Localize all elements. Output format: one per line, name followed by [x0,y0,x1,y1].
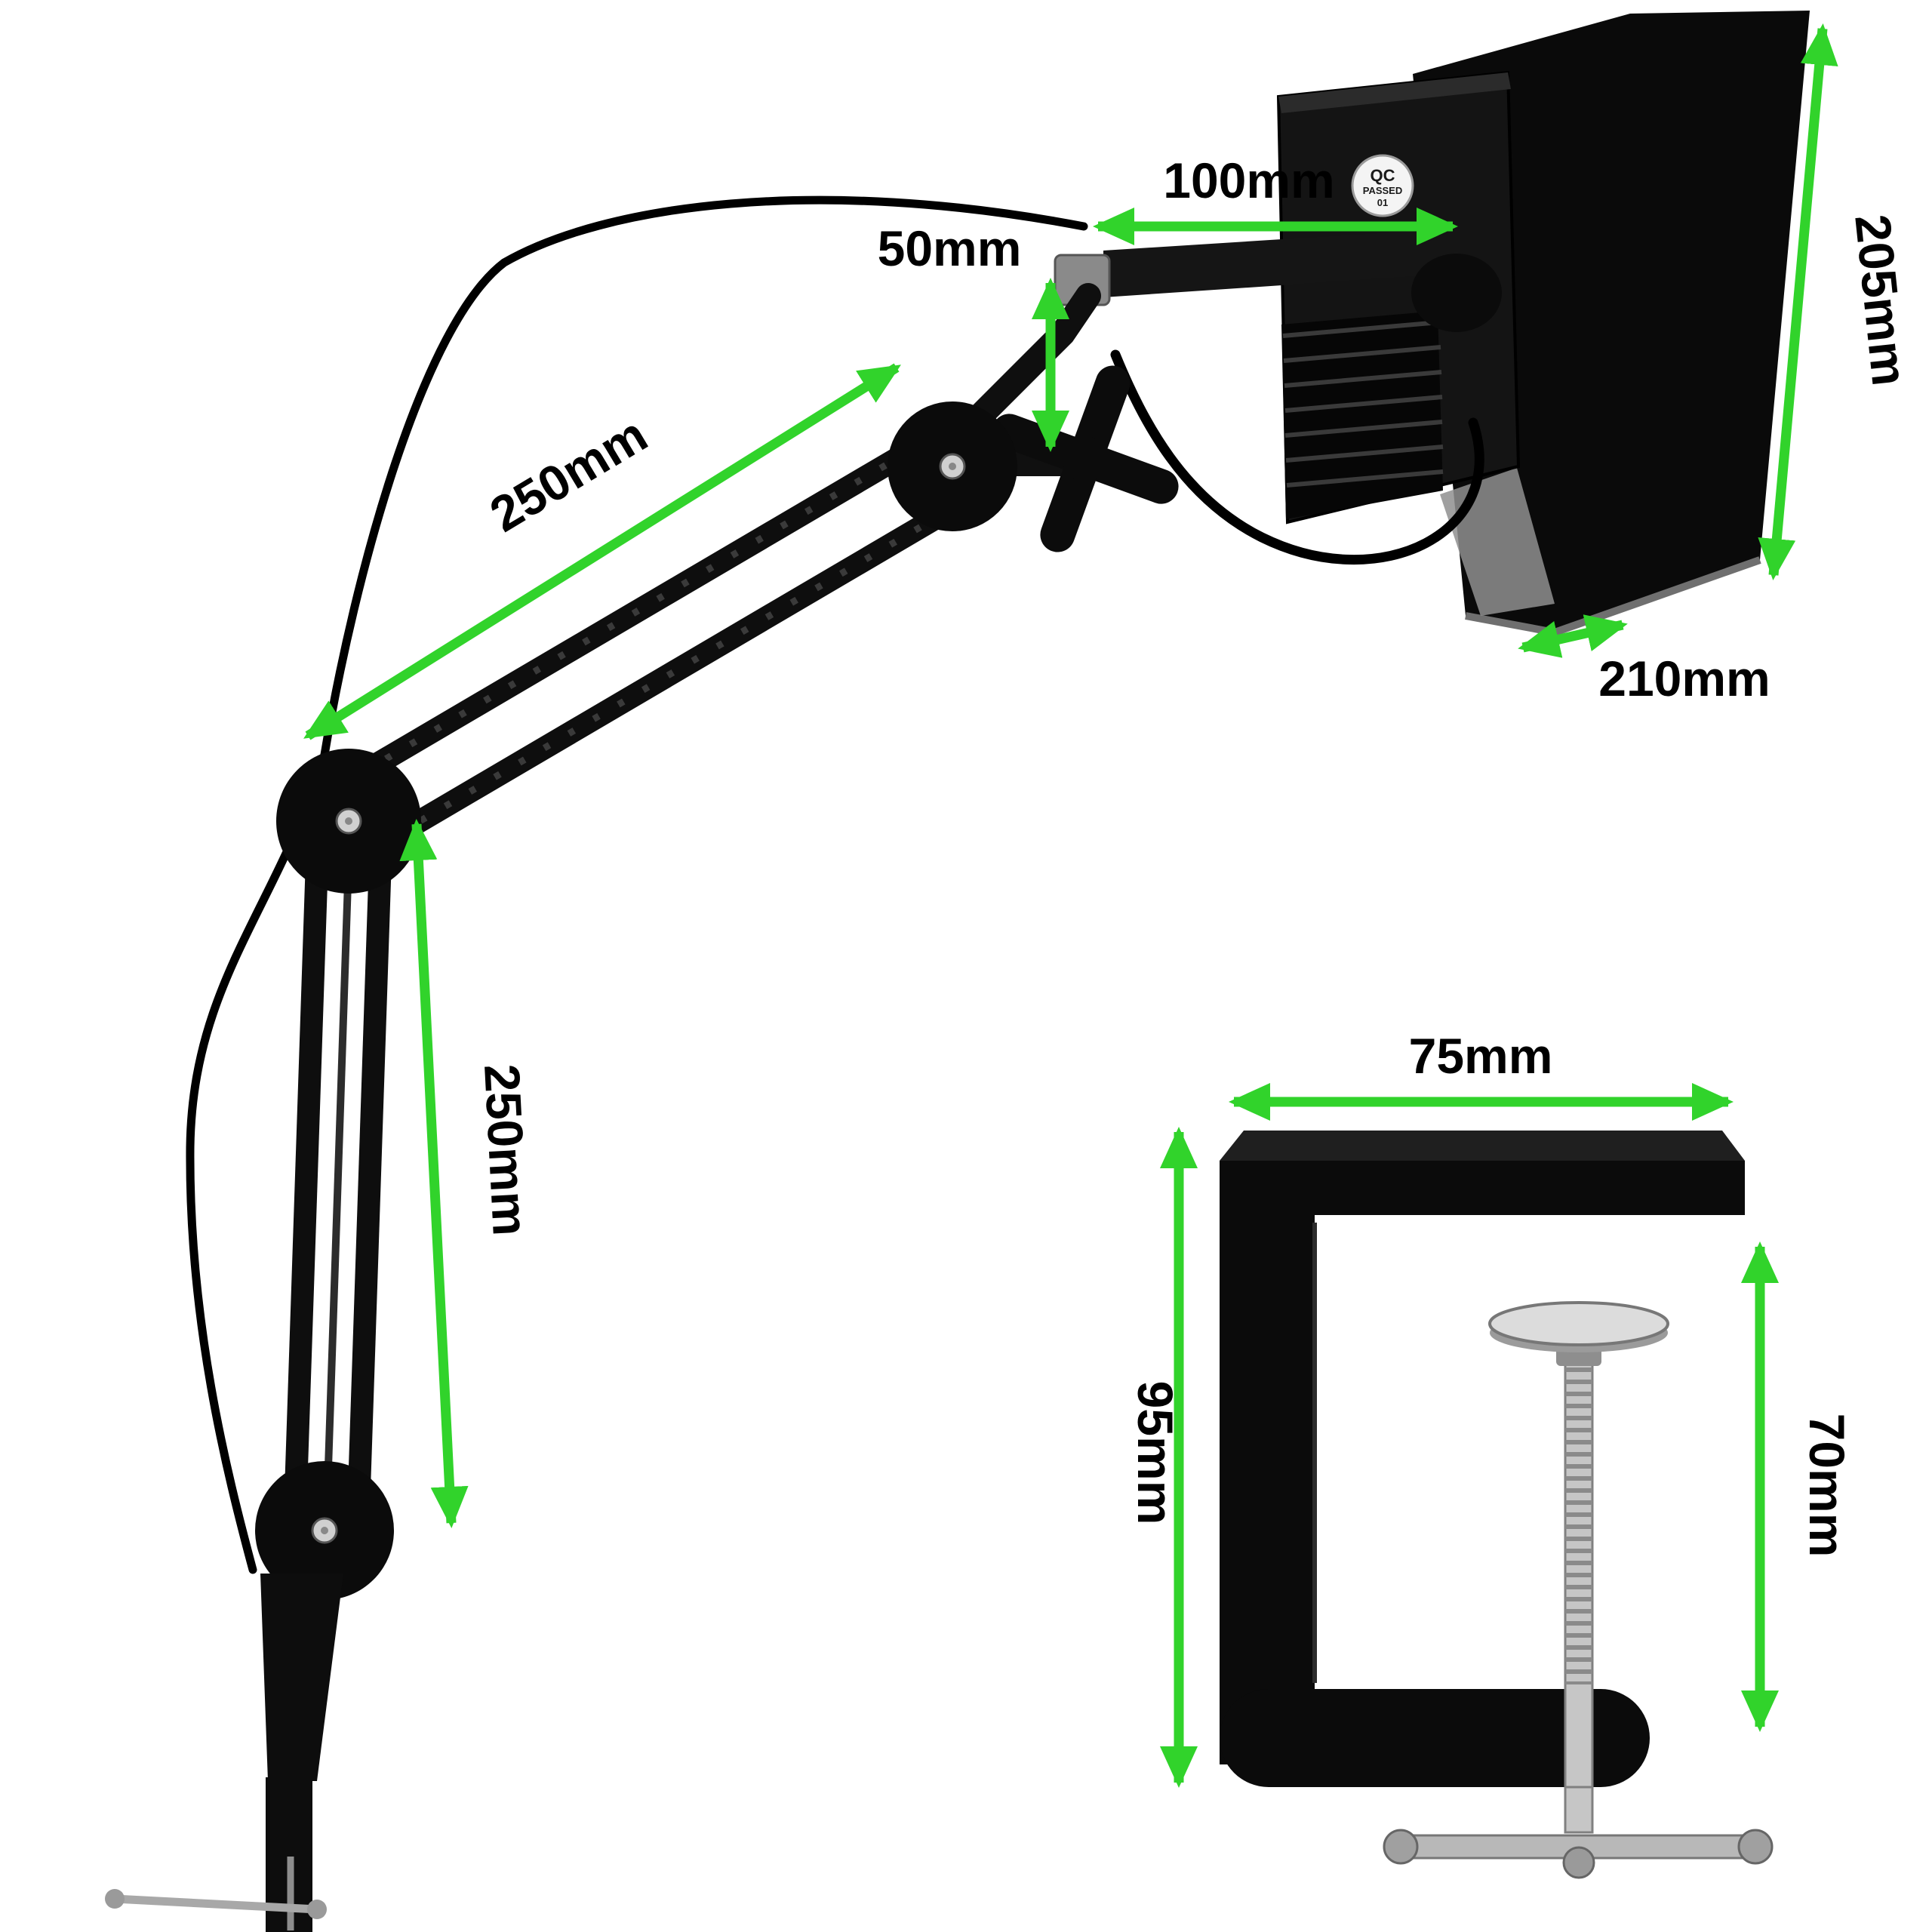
lamp-assembly: QC PASSED 01 [105,11,1810,1932]
qc-sticker-line3: 01 [1377,197,1388,208]
top-arm-joint [888,401,1017,531]
bracket-knob [1411,254,1502,332]
dim-clamp-opening: 70mm [1741,1241,1855,1732]
clamp-top-face [1220,1131,1745,1161]
elbow-joint [276,749,421,894]
clamp-screw [1383,1301,1774,1879]
dim-head-width-label: 100mm [1163,152,1335,208]
dim-lower-arm: 250mm [399,819,539,1528]
upper-arm [325,426,976,863]
dim-clamp-height-label: 95mm [1128,1381,1183,1525]
dim-bracket-height: 50mm [878,220,1069,452]
dim-head-depth: 210mm [1518,614,1770,706]
pivot-linkage [964,283,1101,432]
dim-clamp-width: 75mm [1229,1028,1734,1121]
clamp-detail [1220,1131,1774,1879]
dim-upper-arm-label: 250mm [481,406,657,543]
dim-clamp-height: 95mm [1128,1127,1198,1788]
dim-head-width: 100mm [1093,152,1458,245]
qc-sticker-line2: PASSED [1363,185,1403,196]
lamp-cable [1110,349,1484,565]
heatsink-fins [1281,311,1444,519]
lower-arm [285,858,392,1491]
dim-clamp-opening-label: 70mm [1799,1414,1855,1558]
dim-head-height-label: 205mm [1844,212,1918,389]
pressure-pad [1488,1301,1669,1346]
dim-bracket-height-label: 50mm [878,220,1022,276]
dim-head-depth-label: 210mm [1598,651,1770,706]
clamp-t-handle [1383,1829,1774,1879]
dim-upper-arm: 250mm [303,363,901,740]
desk-clamp-mount [105,1574,343,1932]
qc-sticker-line1: QC [1371,166,1395,185]
mount-t-handle [105,1889,327,1919]
dim-clamp-width-label: 75mm [1409,1028,1553,1084]
dim-lower-arm-label: 250mm [474,1063,539,1237]
lamp-head: QC PASSED 01 [1110,11,1810,637]
base-joint [255,1461,394,1600]
clamp-foot [1220,1689,1650,1787]
qc-sticker: QC PASSED 01 [1351,154,1414,217]
clamp-post [1220,1161,1315,1764]
